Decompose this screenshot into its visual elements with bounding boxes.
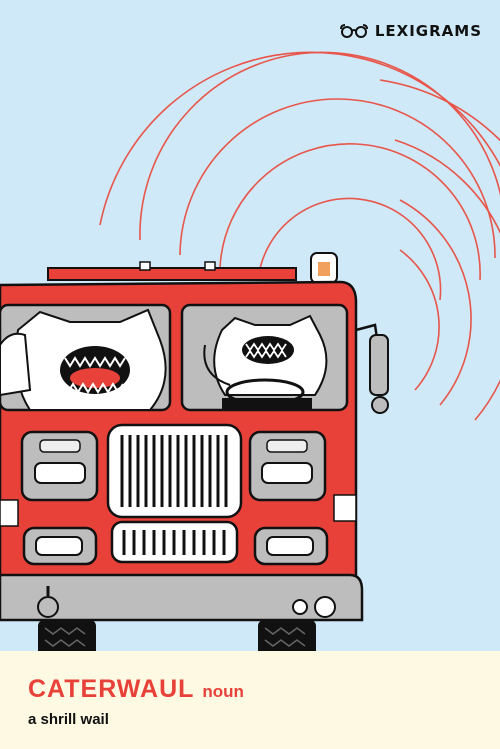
brand-logo: LEXIGRAMS (339, 22, 482, 40)
front-bumper (0, 573, 364, 622)
part-of-speech: noun (202, 682, 244, 701)
headword-line: CATERWAUL noun (28, 675, 244, 704)
left-tire (38, 620, 96, 660)
fire-truck-illustration (0, 51, 500, 660)
passenger-cat (0, 308, 167, 411)
front-grille (106, 423, 243, 564)
siren-light (310, 252, 338, 284)
siren-sound-waves (99, 51, 500, 421)
brand-name: LEXIGRAMS (374, 22, 482, 40)
right-tire (258, 620, 316, 660)
headword: CATERWAUL (28, 675, 195, 703)
glasses-icon (339, 24, 368, 38)
definition-footer: CATERWAUL noun a shrill wail (0, 651, 500, 749)
side-mirror (355, 323, 389, 414)
definition-text: a shrill wail (28, 711, 109, 728)
driver-cat (203, 314, 328, 410)
roof-rail (47, 267, 297, 281)
